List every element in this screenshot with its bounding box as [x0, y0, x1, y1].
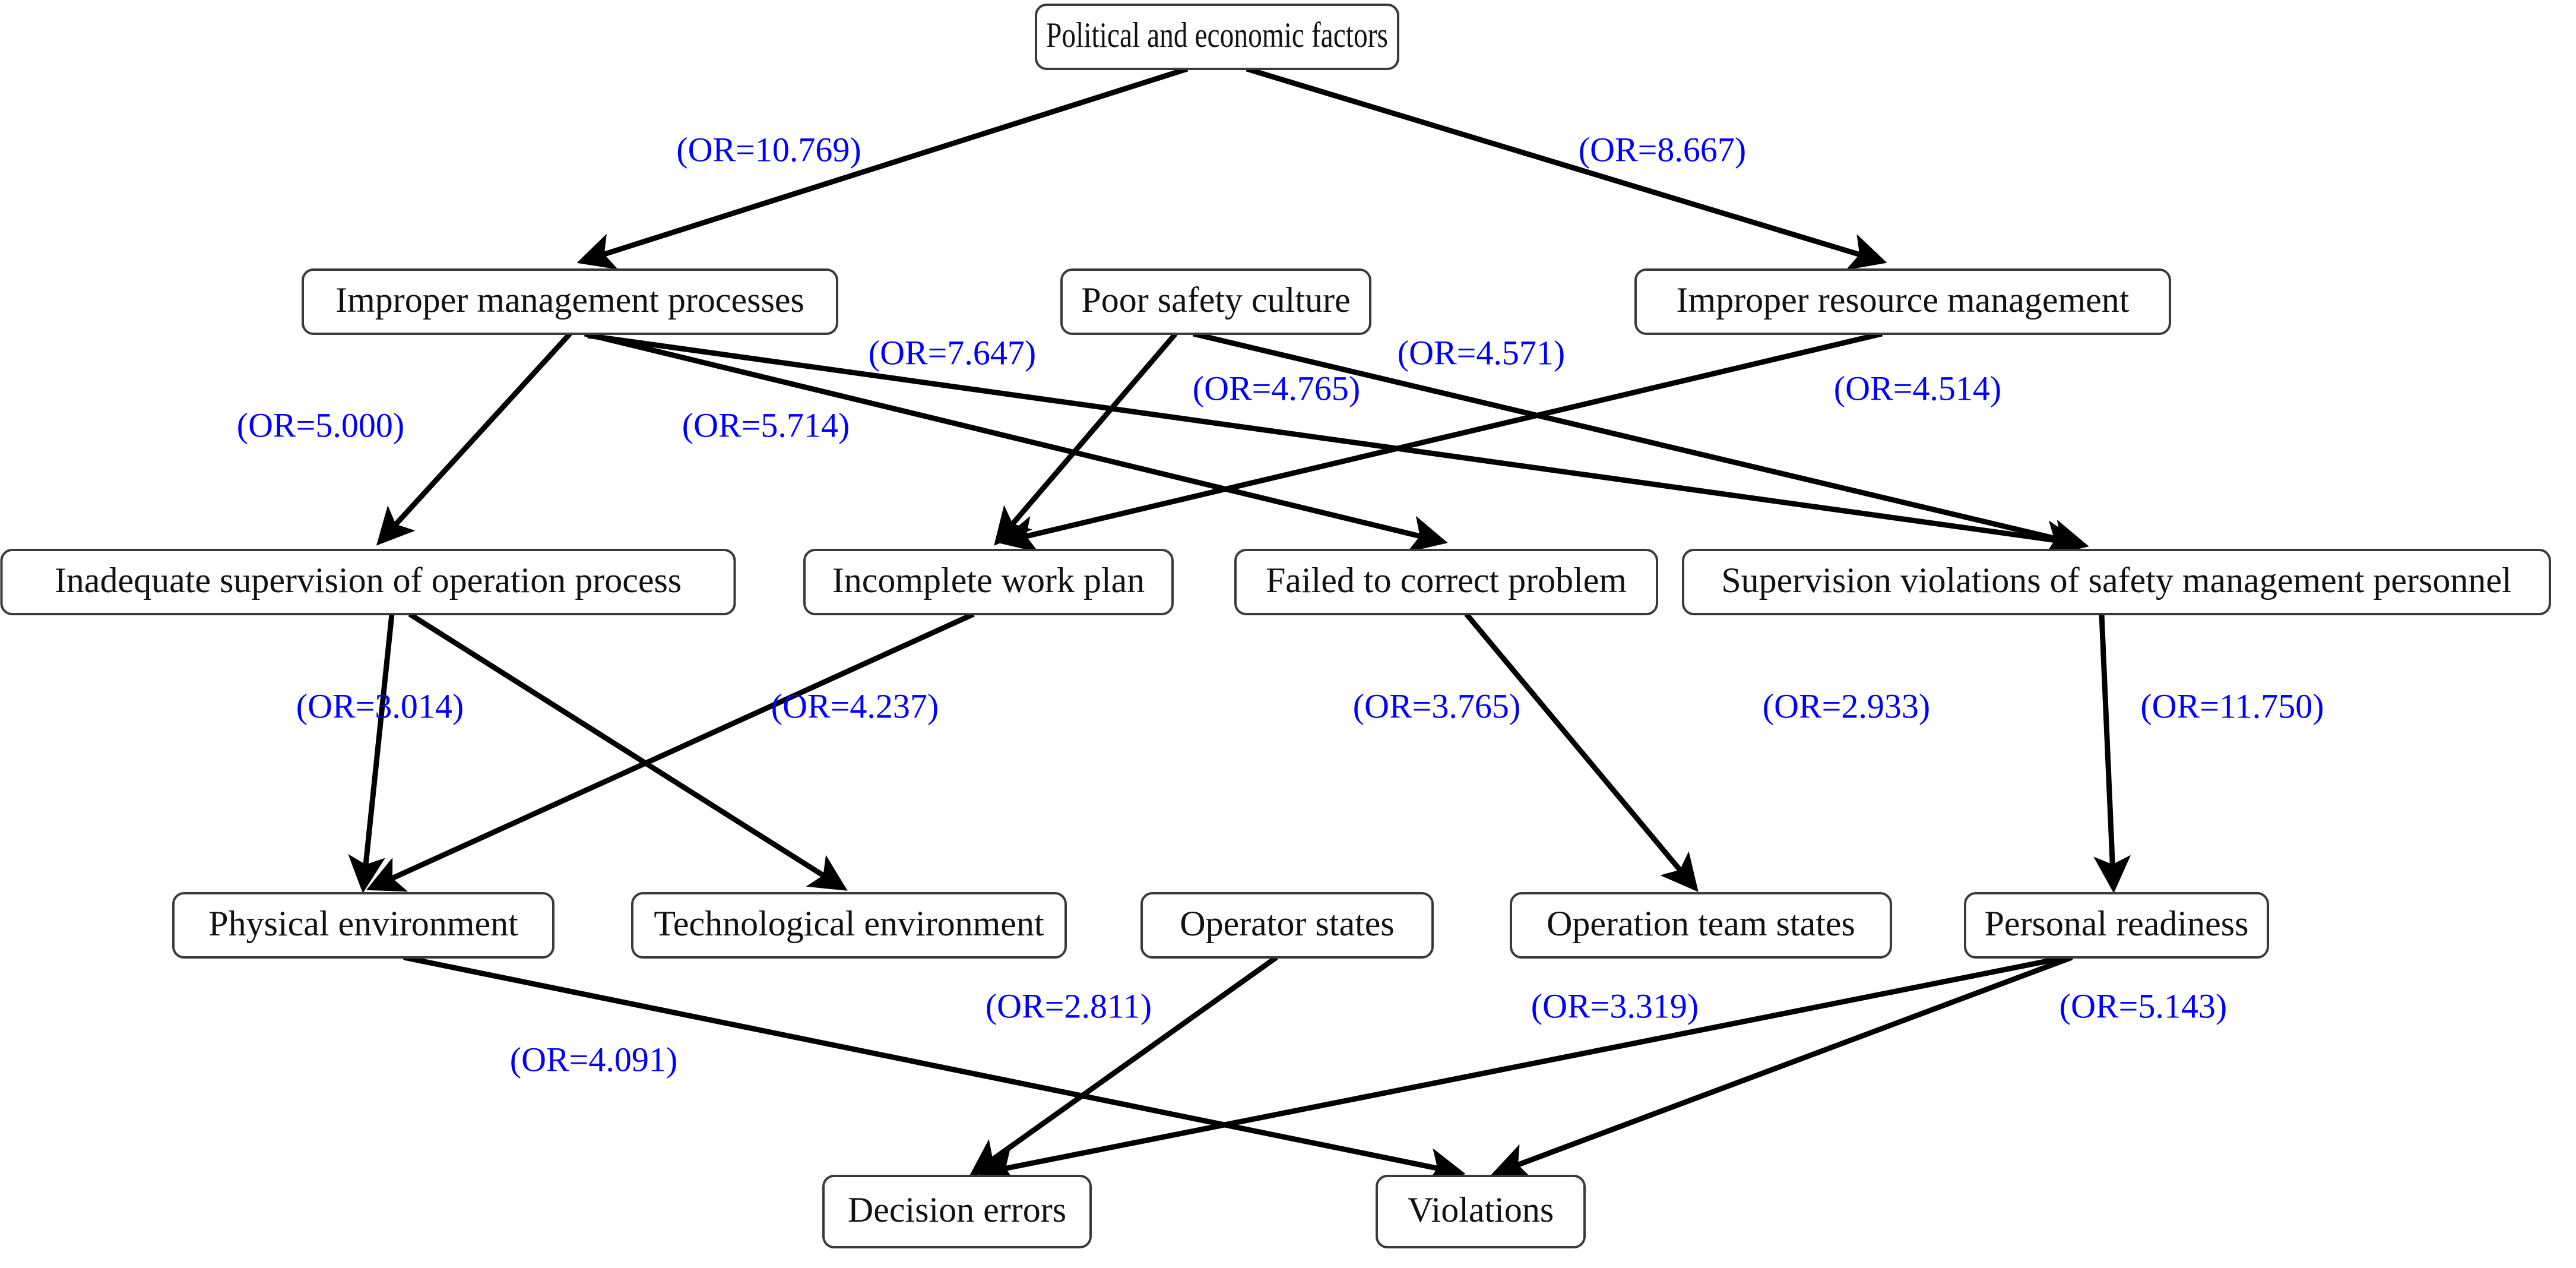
node-box-decision_errors — [822, 1175, 1092, 1248]
node-label-sup_violations: Supervision violations of safety managem… — [1721, 561, 2511, 600]
edge-label-failed_correct-to-op_team_states: (OR=2.933) — [1763, 687, 1930, 725]
edge-label-inadequate_sup-to-physical_env: (OR=3.014) — [296, 687, 464, 725]
edge-failed-to-op-team-states — [1464, 612, 1699, 892]
node-box-personal_ready — [1964, 892, 2269, 959]
node-box-inadequate_sup — [0, 549, 736, 615]
edge-label-personal_ready-to-decision_errors: (OR=3.319) — [1531, 986, 1699, 1025]
node-label-failed_correct: Failed to correct problem — [1266, 561, 1627, 600]
edge-safety-culture-to-sup-viol — [1192, 331, 2089, 556]
node-box-safety_culture — [1060, 268, 1371, 335]
edge-personal-to-decision-errors — [977, 954, 2067, 1185]
node-label-mgmt_process: Improper management processes — [335, 280, 804, 320]
edge-mgmt-process-to-sup-violations — [587, 333, 2083, 558]
node-box-mgmt_process — [302, 268, 838, 335]
node-box-violations — [1376, 1175, 1586, 1248]
node-violations[interactable]: Violations — [1376, 1175, 1586, 1248]
edge-label-physical_env-to-violations: (OR=4.091) — [510, 1040, 677, 1079]
node-incomplete_plan[interactable]: Incomplete work plan — [803, 549, 1174, 615]
edge-label-incomplete_plan-to-physical_env: (OR=3.765) — [1353, 687, 1520, 725]
node-box-operator_states — [1140, 892, 1434, 959]
node-personal_ready[interactable]: Personal readiness — [1964, 892, 2269, 959]
node-box-tech_env — [631, 892, 1067, 959]
edge-label-political-to-resource_mgmt: (OR=8.667) — [1579, 130, 1746, 169]
node-sup_violations[interactable]: Supervision violations of safety managem… — [1682, 549, 2551, 615]
node-physical_env[interactable]: Physical environment — [172, 892, 555, 959]
edge-label-safety_culture-to-incomplete_plan: (OR=4.765) — [1193, 369, 1360, 407]
node-label-decision_errors: Decision errors — [848, 1190, 1066, 1229]
node-label-political: Political and economic factors — [1046, 15, 1388, 55]
edge-label-sup_violations-to-personal_ready: (OR=11.750) — [2140, 687, 2324, 725]
node-box-failed_correct — [1234, 549, 1658, 615]
node-box-sup_violations — [1682, 549, 2551, 615]
edge-resource-to-incomplete-plan — [998, 331, 1883, 553]
edge-physical-env-to-violations — [403, 954, 1466, 1185]
edge-label-political-to-mgmt_process: (OR=10.769) — [676, 130, 861, 169]
edge-label-inadequate_sup-to-tech_env: (OR=4.237) — [771, 687, 939, 725]
edge-inadequate-to-physical-env — [348, 614, 395, 893]
edge-labels-layer: (OR=10.769) (OR=8.667) (OR=5.000) (OR=5.714… — [237, 130, 2324, 1079]
edge-label-resource_mgmt-to-incomplete_plan: (OR=4.514) — [1834, 369, 2001, 407]
edge-personal-to-violations — [1491, 954, 2073, 1180]
node-op_team_states[interactable]: Operation team states — [1510, 892, 1892, 959]
node-label-safety_culture: Poor safety culture — [1081, 280, 1350, 320]
node-tech_env[interactable]: Technological environment — [631, 892, 1067, 959]
edges-layer — [348, 66, 2131, 1185]
edge-inadequate-to-tech-env — [408, 612, 848, 891]
node-mgmt_process[interactable]: Improper management processes — [302, 268, 838, 335]
edge-political-to-resource-mgmt — [1246, 66, 1887, 270]
edge-sup-viol-to-personal-ready — [2093, 614, 2131, 893]
node-box-resource_mgmt — [1634, 268, 2171, 335]
node-box-incomplete_plan — [803, 549, 1174, 615]
node-label-incomplete_plan: Incomplete work plan — [832, 561, 1145, 600]
node-operator_states[interactable]: Operator states — [1140, 892, 1434, 959]
node-label-tech_env: Technological environment — [654, 904, 1044, 943]
edge-label-personal_ready-to-violations: (OR=5.143) — [2059, 986, 2227, 1025]
node-inadequate_sup[interactable]: Inadequate supervision of operation proc… — [0, 549, 736, 615]
node-safety_culture[interactable]: Poor safety culture — [1060, 268, 1371, 335]
node-decision_errors[interactable]: Decision errors — [822, 1175, 1092, 1248]
node-resource_mgmt[interactable]: Improper resource management — [1634, 268, 2171, 335]
edge-mgmt-process-to-inadequate-sup — [376, 331, 572, 546]
edge-operator-to-decision-errors — [969, 955, 1278, 1177]
node-failed_correct[interactable]: Failed to correct problem — [1234, 549, 1658, 615]
node-label-op_team_states: Operation team states — [1547, 904, 1855, 943]
edge-incomplete-to-physical-env — [366, 611, 975, 892]
edge-safety-culture-to-incomplete — [994, 332, 1178, 546]
node-label-resource_mgmt: Improper resource management — [1677, 280, 2130, 320]
node-label-personal_ready: Personal readiness — [1985, 904, 2249, 943]
edge-label-mgmt_process-to-inadequate_sup: (OR=5.000) — [237, 406, 404, 444]
edge-label-mgmt_process-to-failed_correct: (OR=5.714) — [682, 406, 850, 444]
node-label-inadequate_sup: Inadequate supervision of operation proc… — [55, 561, 682, 600]
edge-label-mgmt_process-to-sup_violations: (OR=7.647) — [869, 333, 1036, 372]
node-label-violations: Violations — [1408, 1190, 1554, 1229]
node-label-operator_states: Operator states — [1180, 904, 1395, 943]
node-box-op_team_states — [1510, 892, 1892, 959]
node-label-physical_env: Physical environment — [208, 904, 518, 943]
node-political[interactable]: Political and economic factors — [1035, 4, 1399, 70]
edge-mgmt-process-to-failed-correct — [584, 331, 1448, 552]
node-box-physical_env — [172, 892, 555, 959]
edge-label-safety_culture-to-sup_violations: (OR=4.571) — [1398, 333, 1565, 372]
edge-political-to-mgmt-process — [576, 66, 1189, 270]
node-box-political — [1035, 4, 1399, 70]
edge-label-operator_states-to-decision_errors: (OR=2.811) — [986, 986, 1152, 1025]
